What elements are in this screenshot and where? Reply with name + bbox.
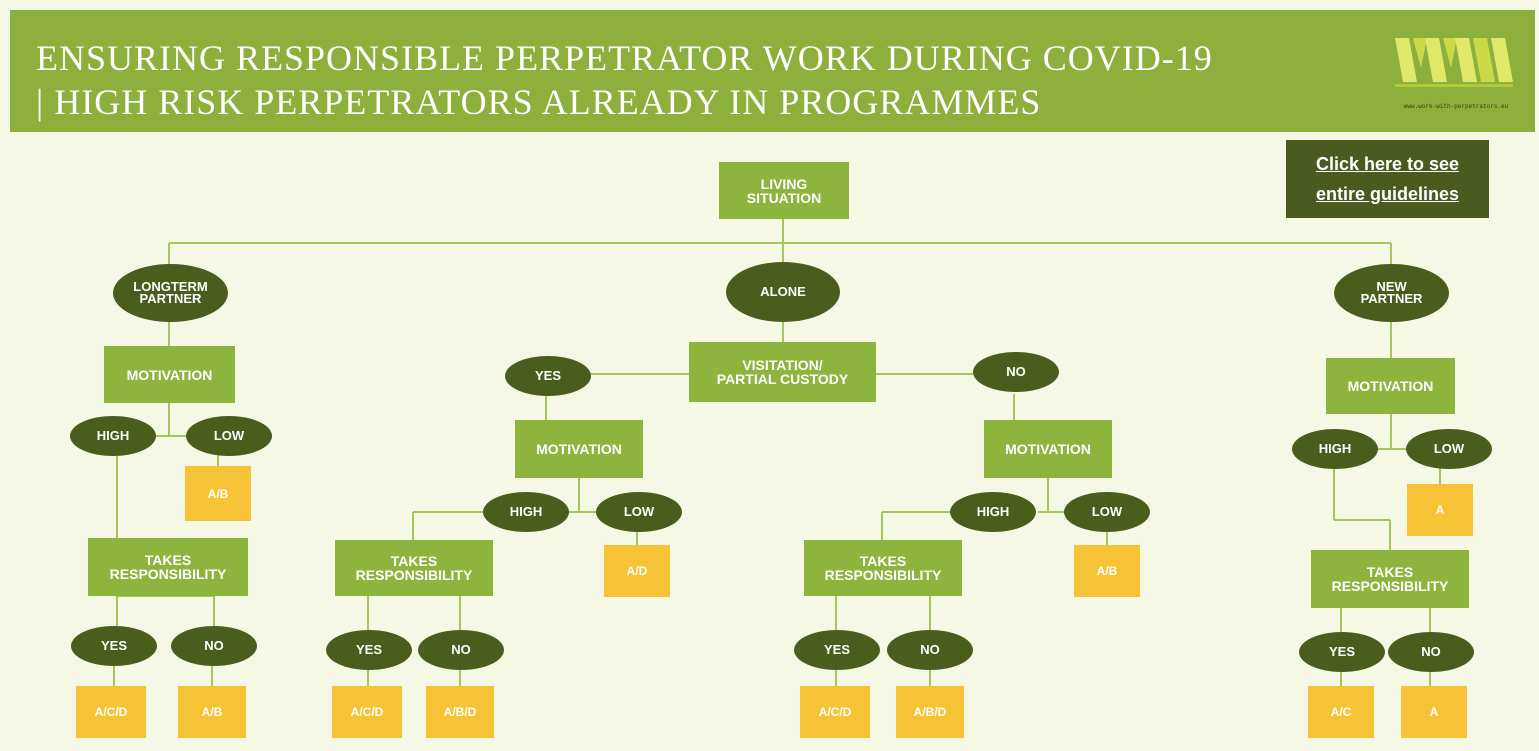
longterm-no-outcome: A/B (178, 686, 246, 738)
alone-no-motivation: MOTIVATION (984, 420, 1112, 478)
alone-no-yes-outcome: A/C/D (800, 686, 870, 738)
alone-no-low: LOW (1064, 492, 1150, 532)
alone-visitation-partial-custody: VISITATION/ PARTIAL CUSTODY (689, 342, 876, 402)
root-living-situation: LIVING SITUATION (719, 162, 849, 219)
page-title: ENSURING RESPONSIBLE PERPETRATOR WORK DU… (36, 38, 1213, 122)
alone-yes-yes-outcome: A/C/D (332, 686, 402, 738)
node-alone: ALONE (726, 262, 840, 322)
new-yes: YES (1299, 632, 1385, 672)
longterm-no: NO (171, 626, 257, 666)
longterm-low: LOW (186, 416, 272, 456)
alone-yes-motivation: MOTIVATION (515, 420, 643, 478)
longterm-high: HIGH (70, 416, 156, 456)
alone-no-yes: YES (794, 630, 880, 670)
longterm-motivation: MOTIVATION (104, 346, 235, 403)
alone-no-no: NO (887, 630, 973, 670)
alone-yes-takes-responsibility: TAKES RESPONSIBILITY (335, 540, 493, 596)
alone-yes-high: HIGH (483, 492, 569, 532)
node-new-partner: NEW PARTNER (1334, 264, 1449, 322)
alone-visitation-no: NO (973, 352, 1059, 392)
longterm-yes-outcome: A/C/D (76, 686, 146, 738)
entire-guidelines-link[interactable]: Click here to see entire guidelines (1286, 140, 1489, 218)
new-takes-responsibility: TAKES RESPONSIBILITY (1311, 550, 1469, 608)
new-motivation: MOTIVATION (1326, 358, 1455, 414)
new-high: HIGH (1292, 429, 1378, 469)
alone-no-takes-responsibility: TAKES RESPONSIBILITY (804, 540, 962, 596)
alone-visitation-yes: YES (505, 356, 591, 396)
new-no: NO (1388, 632, 1474, 672)
new-low-outcome: A (1407, 484, 1473, 536)
alone-yes-no-outcome: A/B/D (426, 686, 494, 738)
organization-logo: www.work-with-perpetrators.eu (1391, 32, 1521, 110)
alone-no-no-outcome: A/B/D (896, 686, 964, 738)
logo-icon (1395, 38, 1513, 87)
header-banner: ENSURING RESPONSIBLE PERPETRATOR WORK DU… (10, 10, 1535, 132)
longterm-low-outcome: A/B (185, 466, 251, 521)
new-yes-outcome: A/C (1308, 686, 1374, 738)
alone-yes-low: LOW (596, 492, 682, 532)
alone-yes-no: NO (418, 630, 504, 670)
new-no-outcome: A (1401, 686, 1467, 738)
alone-yes-low-outcome: A/D (604, 545, 670, 597)
alone-yes-yes: YES (326, 630, 412, 670)
node-longterm-partner: LONGTERM PARTNER (113, 264, 228, 322)
new-low: LOW (1406, 429, 1492, 469)
alone-no-low-outcome: A/B (1074, 545, 1140, 597)
longterm-takes-responsibility: TAKES RESPONSIBILITY (88, 538, 248, 596)
alone-no-high: HIGH (950, 492, 1036, 532)
logo-url: www.work-with-perpetrators.eu (1403, 103, 1509, 110)
longterm-yes: YES (71, 626, 157, 666)
